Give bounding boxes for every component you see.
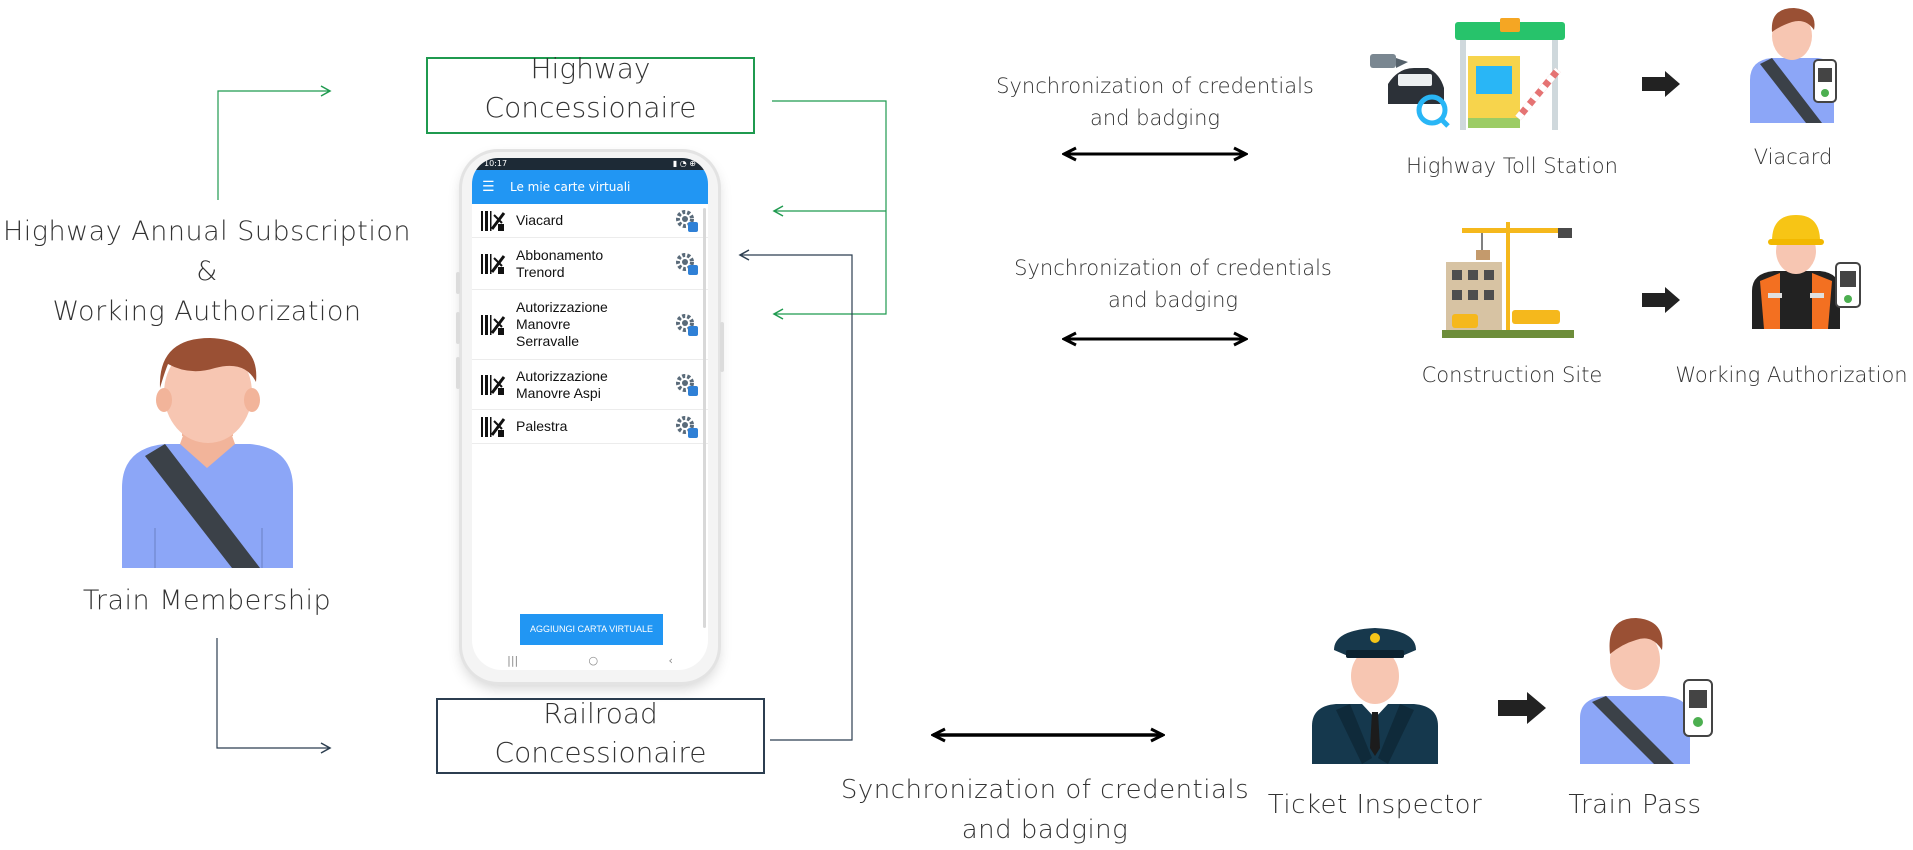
status-bar: 10:17 ▮ ◔ ⊕: [472, 158, 708, 170]
railroad-concessionaire-box: Railroad Concessionaire: [436, 697, 765, 774]
railroad-concessionaire-line1: Railroad: [543, 697, 658, 730]
site-to-authorization-arrow: [1642, 287, 1680, 313]
construction-site-label: Construction Site: [1421, 363, 1603, 387]
toll-to-viacard-arrow: [1642, 71, 1680, 97]
recent-apps-icon[interactable]: |||: [507, 654, 519, 667]
card-label: Autorizzazione Manovre Aspi: [516, 367, 608, 401]
android-nav-bar: ||| ○ ‹: [472, 652, 708, 670]
highway-bracket-line: [772, 100, 887, 320]
railroad-bracket-line: [738, 249, 853, 741]
gear-icon[interactable]: [674, 312, 700, 338]
card-row-aspi[interactable]: Autorizzazione Manovre Aspi: [472, 360, 708, 410]
gear-icon[interactable]: [674, 208, 700, 234]
barcode-icon: [481, 416, 506, 437]
app-bar: ☰ Le mie carte virtuali: [472, 170, 708, 204]
status-icons: ▮ ◔ ⊕: [672, 159, 696, 168]
train-pass-person-icon: [1580, 618, 1713, 764]
status-time: 10:17: [484, 159, 508, 168]
highway-concessionaire-line1: Highway: [530, 52, 651, 85]
train-membership-label: Train Membership: [82, 585, 332, 616]
scrollbar[interactable]: [703, 208, 706, 628]
card-row-palestra[interactable]: Palestra: [472, 410, 708, 444]
viacard-person-icon: [1750, 8, 1837, 123]
working-authorization-label: Working Authorization: [1675, 363, 1908, 387]
card-label: Autorizzazione Manovre Serravalle: [516, 299, 608, 349]
app-title: Le mie carte virtuali: [510, 180, 631, 194]
subscription-to-highway-line: [217, 85, 332, 200]
ticket-inspector-icon: [1312, 628, 1438, 764]
barcode-icon: [481, 314, 506, 335]
viacard-label: Viacard: [1753, 145, 1833, 169]
barcode-icon: [481, 374, 506, 395]
sync-railroad-label: Synchronization of credentials and badgi…: [840, 775, 1250, 845]
hamburger-menu-icon[interactable]: ☰: [482, 179, 495, 195]
gear-icon[interactable]: [674, 372, 700, 398]
barcode-icon: [481, 210, 506, 231]
card-label: Palestra: [516, 418, 568, 434]
card-row-trenord[interactable]: Abbonamento Trenord: [472, 238, 708, 290]
inspector-to-pass-arrow: [1498, 692, 1546, 724]
construction-site-icon: [1442, 222, 1574, 338]
subscription-label: Highway Annual Subscription & Working Au…: [2, 216, 411, 327]
highway-concessionaire-line2: Concessionaire: [484, 91, 697, 124]
sync-construction-label: Synchronization of credentials and badgi…: [1014, 256, 1332, 312]
barcode-icon: [481, 253, 506, 274]
user-person-icon: [122, 338, 293, 568]
home-icon[interactable]: ○: [588, 654, 599, 667]
back-icon[interactable]: ‹: [668, 654, 673, 667]
toll-station-icon: [1370, 18, 1565, 130]
sync-highway-label: Synchronization of credentials and badgi…: [996, 74, 1314, 130]
highway-concessionaire-box: Highway Concessionaire: [426, 52, 755, 134]
add-virtual-card-button[interactable]: AGGIUNGI CARTA VIRTUALE: [520, 614, 663, 645]
railroad-concessionaire-line2: Concessionaire: [494, 736, 707, 769]
ticket-inspector-label: Ticket Inspector: [1267, 790, 1483, 820]
membership-to-railroad-line: [216, 638, 332, 754]
card-row-serravalle[interactable]: Autorizzazione Manovre Serravalle: [472, 290, 708, 360]
train-pass-label: Train Pass: [1568, 790, 1702, 820]
toll-station-label: Highway Toll Station: [1406, 154, 1618, 178]
card-list: Viacard Abbonamento Trenord Autorizzazio: [472, 204, 708, 444]
worker-person-icon: [1752, 215, 1861, 329]
gear-icon[interactable]: [674, 251, 700, 277]
phone-screen: 10:17 ▮ ◔ ⊕ ☰ Le mie carte virtuali Viac…: [472, 158, 708, 670]
card-label: Abbonamento Trenord: [516, 246, 604, 280]
phone-mockup: 10:17 ▮ ◔ ⊕ ☰ Le mie carte virtuali Viac…: [456, 152, 724, 682]
gear-icon[interactable]: [674, 414, 700, 440]
card-row-viacard[interactable]: Viacard: [472, 204, 708, 238]
card-label: Viacard: [516, 212, 564, 228]
